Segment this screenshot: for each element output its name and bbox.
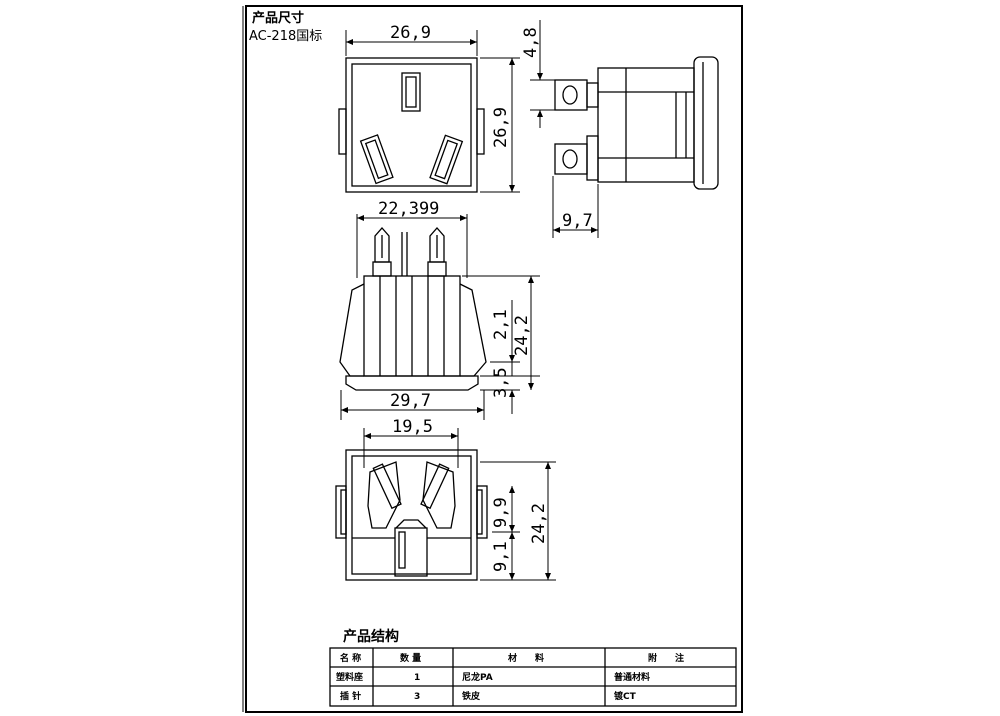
- dim-front-height: 24,2: [512, 315, 532, 356]
- table-cell: 1: [414, 673, 420, 683]
- table-header-note: 附 注: [648, 652, 684, 664]
- bottom-view: [335, 449, 488, 581]
- top-view-dims: [345, 30, 520, 193]
- dim-front-flange: 3,5: [491, 367, 511, 398]
- header-title: 产品尺寸: [252, 10, 304, 26]
- table-header-material: 材 料: [507, 652, 544, 664]
- dim-bottom-height: 24,2: [529, 503, 549, 544]
- dim-side-depth: 9,7: [562, 211, 593, 231]
- header-model: AC-218国标: [249, 29, 322, 44]
- dim-front-pin-span: 22,399: [378, 199, 439, 219]
- table-cell: 普通材料: [614, 671, 650, 683]
- dim-top-width: 26,9: [390, 23, 431, 43]
- table-header-name: 名 称: [340, 652, 361, 664]
- dim-side-tab: 4,8: [521, 27, 541, 58]
- table-cell: 插 针: [340, 690, 361, 702]
- drawing-border: [245, 5, 743, 713]
- structure-table: [329, 647, 737, 707]
- table-cell: 尼龙PA: [462, 671, 493, 683]
- side-view-dims: [530, 20, 599, 238]
- table-cell: 铁皮: [462, 690, 481, 702]
- side-view: [554, 56, 719, 190]
- dim-bottom-width: 19,5: [392, 417, 433, 437]
- dim-front-width: 29,7: [390, 391, 431, 411]
- table-cell: 镀CT: [614, 690, 637, 702]
- top-view: [338, 57, 485, 193]
- bottom-view-dims: [363, 428, 556, 581]
- dim-front-small: 2,1: [491, 309, 511, 340]
- table-cell: 塑料座: [336, 671, 363, 683]
- table-header-qty: 数 量: [400, 652, 421, 664]
- dim-bottom-upper: 9,9: [491, 497, 511, 528]
- structure-title: 产品结构: [343, 628, 399, 645]
- front-view-dims: [340, 214, 540, 420]
- front-view: [339, 227, 487, 391]
- dim-top-height: 26,9: [491, 107, 511, 148]
- dim-bottom-lower: 9,1: [491, 541, 511, 572]
- table-cell: 3: [414, 692, 420, 702]
